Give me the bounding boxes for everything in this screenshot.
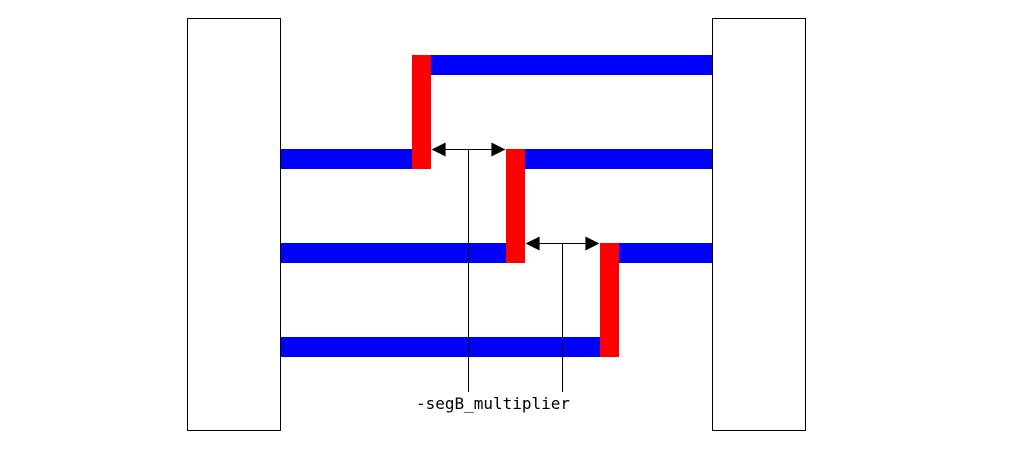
- segb-multiplier-label: -segB_multiplier: [416, 394, 570, 413]
- right-pin-box: [712, 18, 806, 431]
- wire-2-jog: [506, 149, 525, 263]
- wire-3-left-segment: [281, 337, 609, 357]
- wire-1-jog: [412, 55, 431, 169]
- wire-3-jog: [600, 243, 619, 357]
- wire-2-right-segment: [515, 149, 712, 169]
- wire-1-right-segment: [421, 55, 712, 75]
- wire-2-left-segment: [281, 243, 515, 263]
- left-pin-box: [187, 18, 281, 431]
- wire-3-right-segment: [609, 243, 712, 263]
- wire-1-left-segment: [281, 149, 421, 169]
